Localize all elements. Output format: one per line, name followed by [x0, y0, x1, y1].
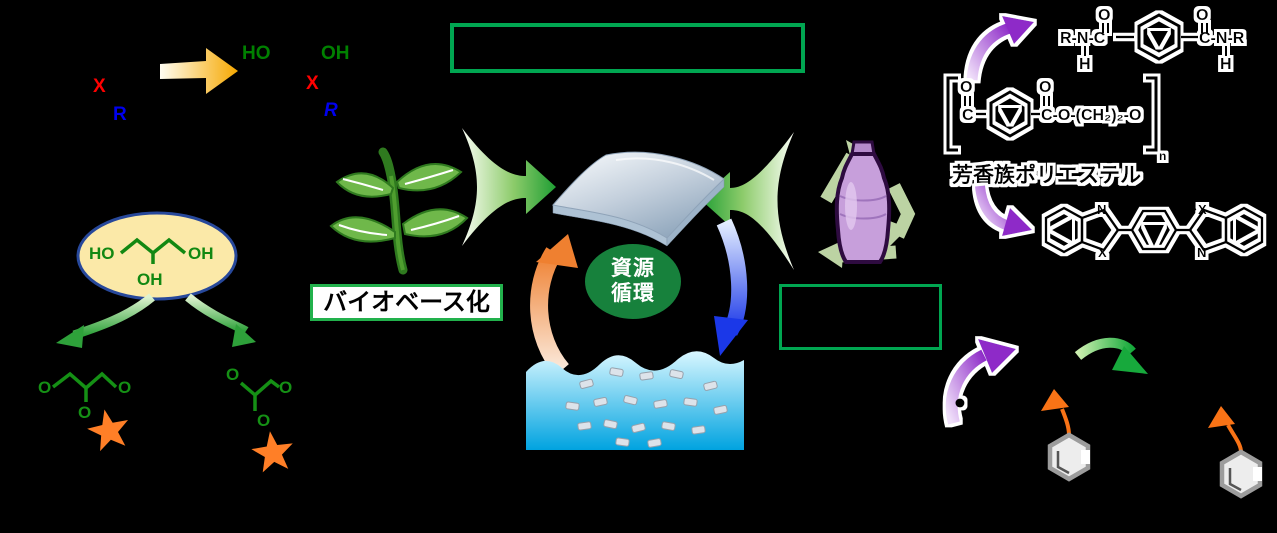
glycerol-ho-label: HO: [89, 244, 115, 263]
functional-group-triangle-icon: [1208, 406, 1235, 428]
polyester-c-label: C: [962, 107, 974, 124]
polyamide-structure: R-N-C O H C-N-R O H: [1060, 7, 1245, 73]
cycle-label-line1: 資源: [611, 256, 655, 280]
epoxide-o-label: O: [118, 378, 131, 397]
monomer-structure: [1041, 389, 1091, 482]
product-x-label: X: [306, 73, 319, 94]
chemical-recycle-box: [779, 284, 942, 350]
benzazole-n-label: N: [1097, 202, 1106, 217]
polyester-o-label: O: [960, 79, 972, 96]
branch-arrows-icon: [56, 293, 256, 348]
polyester-tail: C-O-(CH₂)₂-O: [1041, 107, 1141, 124]
plastic-debris: [565, 367, 728, 448]
epoxide-o-label: O: [279, 378, 292, 397]
epoxide-o-label: O: [78, 403, 91, 422]
polyester-n-subscript: n: [1159, 149, 1166, 163]
polyamide-o-label: O: [1196, 7, 1208, 24]
epoxide-o-label: O: [38, 378, 51, 397]
repolymerization-arrow-icon: [530, 234, 578, 376]
glycerol-skeleton: [119, 237, 187, 264]
epoxide-o-label: O: [257, 411, 270, 430]
dot: [955, 398, 965, 408]
purple-arrow-icon: [975, 185, 1032, 236]
ocean-water: [526, 351, 744, 450]
polyester-structure: C O C-O-(CH₂)₂-O O n 芳香族ポリエステル: [946, 76, 1166, 187]
substrate-r-label: R: [113, 104, 127, 125]
title-box: [450, 23, 805, 73]
polyester-label: 芳香族ポリエステル: [952, 163, 1141, 187]
plant-icon: [329, 147, 469, 275]
epoxide-o-label: O: [226, 365, 239, 384]
polyester-o-label: O: [1039, 79, 1051, 96]
pet-bottle-icon: [834, 140, 892, 264]
polyamide-right-chain: C-N-R: [1199, 30, 1245, 47]
monomer-structure: [1208, 406, 1263, 499]
benzazole-structure: N X X N: [1044, 202, 1264, 260]
purple-arrow-icon: [966, 16, 1034, 81]
purple-arrow-icon: [945, 339, 1016, 425]
glycerol-derivatives: O O O O O O: [38, 365, 293, 473]
green-arrow-icon: [1074, 337, 1148, 374]
degradation-arrow-icon: [714, 218, 748, 356]
diol-oh-label: OH: [321, 43, 350, 64]
benzazole-x-label: X: [1098, 245, 1107, 260]
polyamide-o-label: O: [1098, 7, 1110, 24]
benzazole-x-label: X: [1198, 202, 1207, 217]
polymer-sheet: [552, 151, 725, 247]
glycerol-ellipse: HO OH OH: [76, 211, 238, 301]
star-icon: [251, 431, 293, 473]
polyamide-h-label: H: [1079, 56, 1091, 73]
product-r-label: R: [324, 100, 338, 121]
recycle-feed-arrow-icon: [700, 132, 794, 270]
polyamide-h-label: H: [1220, 56, 1232, 73]
biomass-arrow-icon: [462, 128, 556, 246]
glycerol-oh-right-label: OH: [188, 244, 214, 263]
functional-group-triangle-icon: [1041, 389, 1069, 411]
derivative-1-structure: O O O: [38, 371, 131, 452]
derivative-2-structure: O O O: [226, 365, 293, 473]
benzazole-n-label: N: [1197, 245, 1206, 260]
star-icon: [87, 409, 129, 452]
glycerol-oh-bottom-label: OH: [137, 270, 163, 289]
substrate-x-label: X: [93, 76, 106, 97]
biobase-box: バイオベース化: [310, 284, 503, 321]
bottle-recycle-group: [818, 140, 916, 268]
resource-circulation-badge: 資源 循環: [585, 244, 681, 319]
biobase-label: バイオベース化: [323, 289, 490, 316]
reaction-arrow-icon: [160, 48, 238, 94]
polyamide-left-chain: R-N-C: [1060, 30, 1106, 47]
cycle-label-line2: 循環: [611, 281, 655, 305]
diol-ho-label: HO: [242, 43, 271, 64]
